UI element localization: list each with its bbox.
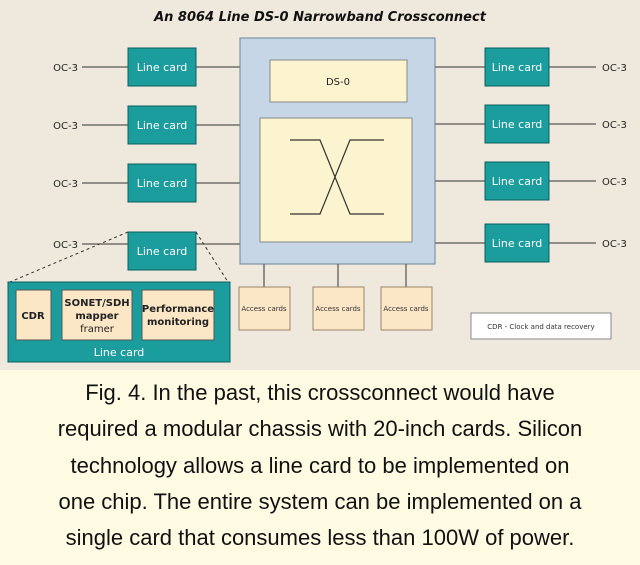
svg-text:Line card: Line card: [137, 119, 188, 132]
right-line-card: Line card: [484, 47, 550, 87]
svg-text:Line card: Line card: [94, 346, 145, 359]
left-line-card: Line card: [127, 231, 197, 271]
svg-text:Line card: Line card: [492, 61, 543, 74]
access-card: Access cards: [380, 286, 433, 331]
right-connectors: [435, 66, 596, 244]
svg-text:CDR - Clock and data recovery: CDR - Clock and data recovery: [487, 323, 594, 331]
svg-text:monitoring: monitoring: [147, 317, 209, 328]
left-line-card: Line card: [127, 47, 197, 87]
left-port-label: OC-3: [53, 240, 78, 251]
left-port-label: OC-3: [53, 121, 78, 132]
ds0-block: DS-0: [269, 59, 408, 103]
right-line-card: Line card: [484, 104, 550, 144]
caption-line: single card that consumes less than 100W…: [65, 525, 575, 550]
svg-text:CDR: CDR: [21, 311, 45, 322]
right-port-label: OC-3: [602, 177, 627, 188]
access-card: Access cards: [238, 286, 291, 331]
right-line-card: Line card: [484, 223, 550, 263]
svg-text:Line card: Line card: [492, 237, 543, 250]
svg-text:Line card: Line card: [492, 175, 543, 188]
cdr-block: [15, 289, 52, 341]
right-port-label: OC-3: [602, 239, 627, 250]
figure-caption: Fig. 4. In the past, this crossconnect w…: [0, 370, 640, 565]
left-port-label: OC-3: [53, 179, 78, 190]
line-card-detail: CDR SONET/SDH mapper framer Performance …: [7, 281, 231, 363]
diagram-figure: An 8064 Line DS-0 Narrowband Crossconnec…: [0, 0, 640, 370]
caption-line: required a modular chassis with 20-inch …: [57, 416, 583, 441]
right-port-label: OC-3: [602, 63, 627, 74]
caption-line: technology allows a line card to be impl…: [70, 453, 570, 478]
left-port-label: OC-3: [53, 63, 78, 74]
sonet-mapper-block: [61, 289, 133, 341]
diagram-title: An 8064 Line DS-0 Narrowband Crossconnec…: [153, 10, 487, 25]
cdr-legend: CDR - Clock and data recovery: [470, 312, 612, 340]
caption-line: Fig. 4. In the past, this crossconnect w…: [85, 380, 555, 405]
caption-line: one chip. The entire system can be imple…: [58, 489, 582, 514]
svg-text:Access cards: Access cards: [241, 305, 287, 313]
crossconnect-diagram: An 8064 Line DS-0 Narrowband Crossconnec…: [7, 10, 627, 363]
right-line-card: Line card: [484, 161, 550, 201]
svg-text:Line card: Line card: [137, 61, 188, 74]
svg-text:Access cards: Access cards: [315, 305, 361, 313]
left-connectors: [82, 66, 240, 245]
access-connectors: [263, 264, 407, 287]
svg-text:mapper: mapper: [75, 311, 118, 322]
svg-text:Access cards: Access cards: [383, 305, 429, 313]
right-port-label: OC-3: [602, 120, 627, 131]
access-card: Access cards: [312, 286, 365, 331]
performance-monitoring-block: [141, 289, 215, 341]
svg-text:DS-0: DS-0: [326, 77, 350, 88]
svg-text:Line card: Line card: [492, 118, 543, 131]
left-line-card: Line card: [127, 105, 197, 145]
left-line-card: Line card: [127, 163, 197, 203]
svg-text:SONET/SDH: SONET/SDH: [64, 298, 129, 309]
svg-text:framer: framer: [80, 324, 115, 335]
svg-text:Performance: Performance: [142, 304, 214, 315]
zoom-lines: [9, 231, 229, 283]
svg-text:Line card: Line card: [137, 177, 188, 190]
crossconnect-x-icon: [290, 139, 384, 215]
svg-text:Line card: Line card: [137, 245, 188, 258]
